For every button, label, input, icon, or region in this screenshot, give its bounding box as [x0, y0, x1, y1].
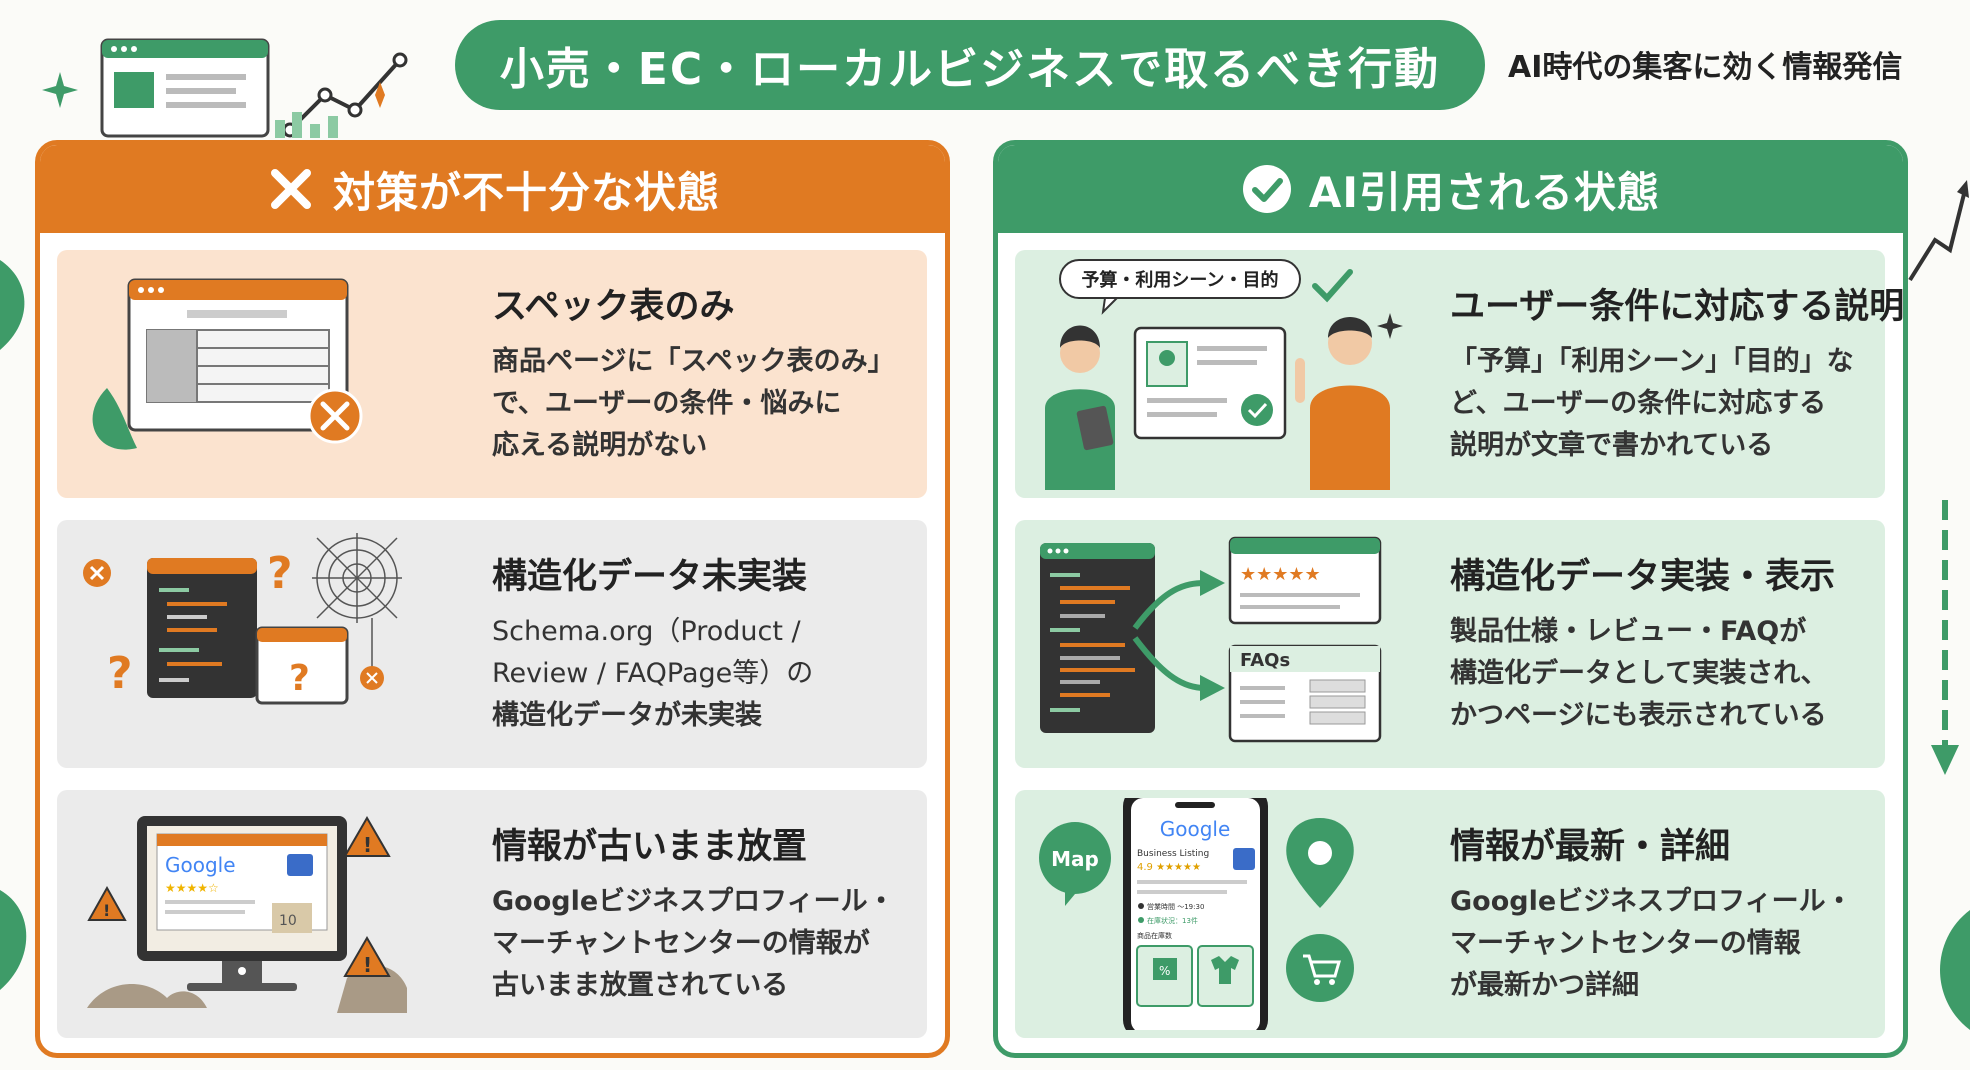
outdated-monitor-illustration: Google ★★★★☆ 10 ! ! ! [87, 816, 407, 1013]
svg-text:営業時間 ～19:30: 営業時間 ～19:30 [1147, 902, 1204, 911]
svg-text:!: ! [363, 953, 372, 977]
leaf-icon [1940, 910, 1970, 1030]
card-title: ユーザー条件に対応する説明 [1450, 287, 1905, 327]
card-title: 情報が最新・詳細 [1450, 827, 1731, 867]
svg-text:10: 10 [279, 913, 297, 929]
card-description: 商品ページに「スペック表のみ」 で、ユーザーの条件・悩みに 応える説明がない [492, 346, 895, 461]
leaf-icon [0, 260, 25, 350]
leaf-icon [0, 890, 27, 990]
svg-text:?: ? [107, 648, 133, 699]
arrow-down-icon [1931, 500, 1959, 775]
svg-text:FAQs: FAQs [1240, 650, 1290, 671]
bar-chart-icon [275, 112, 338, 138]
panel-header: 対策が不十分な状態 [40, 145, 945, 233]
svg-text:Business Listing: Business Listing [1137, 849, 1209, 859]
svg-text:Google: Google [1160, 817, 1231, 841]
card-description: Schema.org（Product / Review / FAQPage等）の… [492, 616, 814, 731]
card-title: 構造化データ実装・表示 [1450, 557, 1836, 597]
card-structured-data-implemented: ★★★★★ FAQs 構造化データ実装・表示 製品仕様・レビュー・FAQが 構造… [1015, 520, 1885, 768]
svg-text:4.9 ★★★★★: 4.9 ★★★★★ [1137, 862, 1201, 873]
card-no-structured-data: ? ? ? 構造化データ未実装 Schema.org（Product / Rev… [57, 520, 927, 768]
card-title: 情報が古いまま放置 [492, 827, 808, 867]
card-description: Googleビジネスプロフィール・ マーチャントセンターの情報が 古いまま放置さ… [492, 886, 895, 1001]
panel-header: AI引用される状態 [998, 145, 1903, 233]
arrow-up-icon [1908, 180, 1969, 282]
card-outdated-info: Google ★★★★☆ 10 ! ! ! 情報が古いまま放置 Goog [57, 790, 927, 1038]
card-title: 構造化データ未実装 [492, 557, 808, 597]
svg-text:%: % [1159, 964, 1170, 978]
check-circle-icon [1241, 163, 1293, 215]
svg-text:Google: Google [165, 853, 236, 877]
spec-table-illustration [92, 278, 363, 450]
code-to-rich-results-illustration: ★★★★★ FAQs [1040, 536, 1382, 743]
svg-text:!: ! [363, 833, 372, 857]
page-title: 小売・EC・ローカルビジネスで取るべき行動 [455, 20, 1485, 110]
svg-text:商品在庫数: 商品在庫数 [1137, 931, 1172, 940]
card-info-up-to-date: Map Google Business Listing 4.9 ★★★★★ 営業… [1015, 790, 1885, 1038]
card-description: Googleビジネスプロフィール・ マーチャントセンターの情報 が最新かつ詳細 [1450, 886, 1853, 1001]
consultation-illustration: 予算・利用シーン・目的 [1045, 259, 1403, 490]
insufficient-state-panel: 対策が不十分な状態 スペック表のみ 商品ページに「スペック表のみ」 で、ユーザー… [35, 140, 950, 1058]
sparkle-icon [42, 72, 78, 108]
growth-line-icon [282, 52, 408, 138]
card-title: スペック表のみ [492, 287, 735, 327]
svg-text:在庫状況：13件: 在庫状況：13件 [1147, 916, 1198, 925]
ai-cited-state-panel: AI引用される状態 予算・利用シーン・目的 ユーザー条件に対応する説明 [993, 140, 1908, 1058]
page-subtitle: AI時代の集客に効く情報発信 [1508, 50, 1903, 85]
card-description: 製品仕様・レビュー・FAQが 構造化データとして実装され、 かつページにも表示さ… [1450, 616, 1828, 731]
svg-text:Map: Map [1051, 847, 1099, 871]
svg-text:★★★★☆: ★★★★☆ [165, 881, 219, 895]
card-user-condition-explanation: 予算・利用シーン・目的 ユーザー条件に対応する説明 「予算」「利用シーン」「目的… [1015, 250, 1905, 498]
svg-text:予算・利用シーン・目的: 予算・利用シーン・目的 [1081, 269, 1278, 291]
svg-text:★★★★★: ★★★★★ [1240, 564, 1321, 585]
business-listing-phone-illustration: Map Google Business Listing 4.9 ★★★★★ 営業… [1039, 798, 1354, 1030]
panel-heading: 対策が不十分な状態 [332, 167, 720, 217]
x-icon [265, 163, 317, 215]
panel-heading: AI引用される状態 [1308, 167, 1661, 217]
browser-window-illustration [100, 38, 270, 138]
svg-text:!: ! [103, 901, 110, 920]
card-spec-only: スペック表のみ 商品ページに「スペック表のみ」 で、ユーザーの条件・悩みに 応え… [57, 250, 927, 498]
svg-text:?: ? [267, 548, 293, 599]
code-window-illustration: ? ? ? [83, 533, 402, 705]
svg-text:?: ? [289, 658, 310, 699]
card-description: 「予算」「利用シーン」「目的」な ど、ユーザーの条件に対応する 説明が文章で書か… [1450, 346, 1854, 461]
